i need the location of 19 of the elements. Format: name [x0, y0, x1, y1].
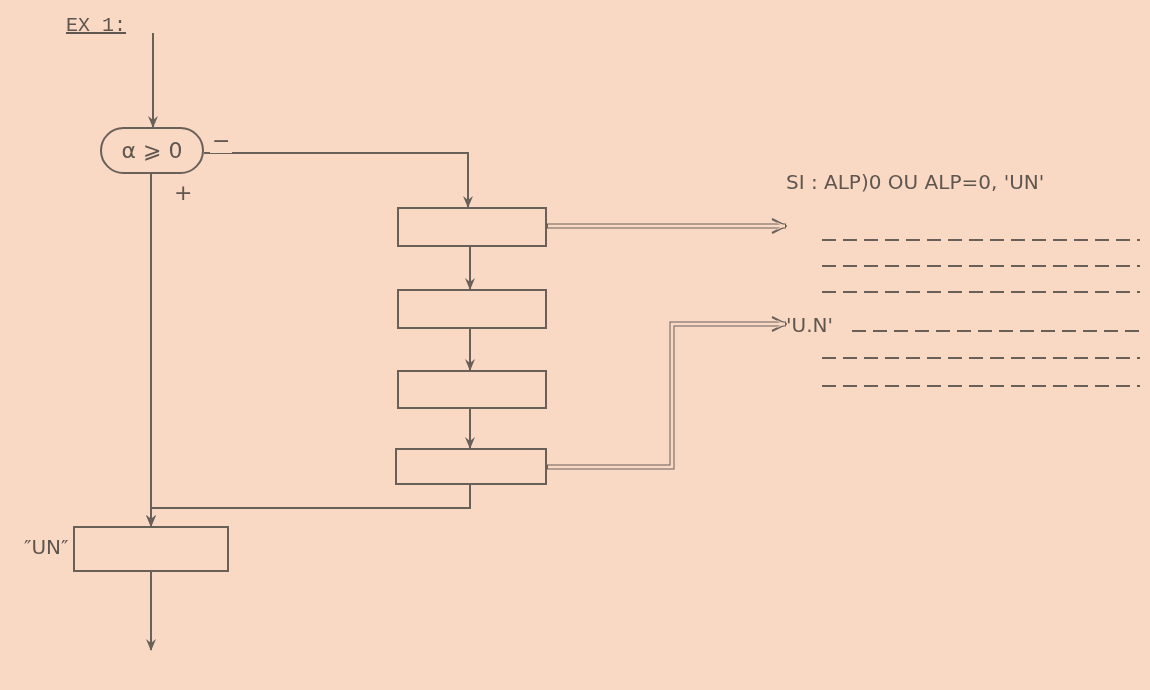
arrow	[148, 32, 158, 128]
arrow	[203, 152, 473, 208]
arrow	[547, 316, 787, 470]
output-text: 'U.N'	[786, 313, 846, 341]
box-caption: ″UN″	[24, 535, 69, 559]
output-text: SI : ALP)0 OU ALP=0, 'UN'	[786, 170, 1146, 230]
process-box	[395, 448, 547, 485]
arrow	[465, 408, 475, 449]
arrow	[547, 218, 787, 234]
arrow	[146, 571, 156, 651]
example-heading: EX 1:	[66, 14, 126, 37]
process-box	[397, 207, 547, 247]
arrow	[146, 484, 471, 527]
process-box	[73, 526, 229, 572]
process-box	[397, 370, 547, 409]
arrow	[465, 328, 475, 371]
process-box	[397, 289, 547, 329]
decision-terminal: α ⩾ 0	[100, 127, 204, 174]
arrow	[465, 246, 475, 290]
